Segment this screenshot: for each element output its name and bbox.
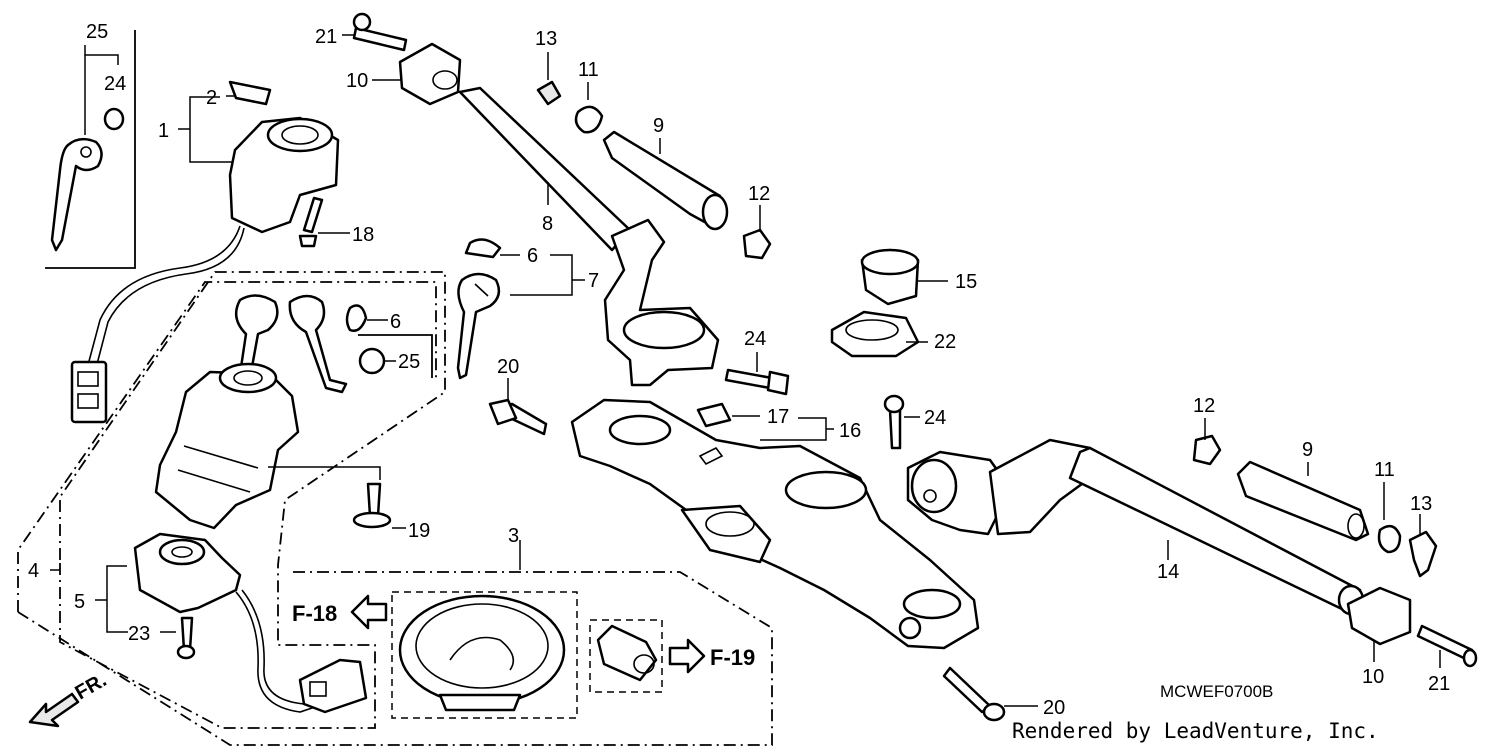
callout-11b: 11 xyxy=(1374,459,1395,481)
callout-9a: 9 xyxy=(653,115,664,137)
callout-21b: 21 xyxy=(1428,673,1450,695)
callout-8: 8 xyxy=(542,213,553,235)
callout-4: 4 xyxy=(28,560,39,582)
ref-f19[interactable]: F-19 xyxy=(668,638,755,674)
callout-19: 19 xyxy=(408,520,430,542)
ignition-switch xyxy=(70,80,350,424)
fuel-cap-group xyxy=(391,540,663,719)
callout-23: 23 xyxy=(128,623,150,645)
callout-18: 18 xyxy=(352,224,374,246)
callout-13b: 13 xyxy=(1410,493,1432,515)
key-set-group xyxy=(45,30,136,269)
front-direction-arrow: FR. xyxy=(28,669,110,728)
key-set-parts xyxy=(345,238,585,380)
credit-text: Rendered by LeadVenture, Inc. xyxy=(1012,719,1379,743)
callout-21a: 21 xyxy=(315,26,337,48)
top-bridge xyxy=(488,378,1038,722)
callout-7: 7 xyxy=(588,270,599,292)
ignition-lock-assy xyxy=(154,294,381,530)
callout-26: 25 xyxy=(86,21,108,43)
callout-10a: 10 xyxy=(346,70,368,92)
ref-f18[interactable]: F-18 xyxy=(292,594,388,630)
callout-20a: 20 xyxy=(497,356,519,378)
ref-f18-label: F-18 xyxy=(292,601,337,626)
callout-6b: 6 xyxy=(390,311,401,333)
callout-6a: 6 xyxy=(527,245,538,267)
callout-1: 1 xyxy=(158,120,169,142)
callout-16: 16 xyxy=(839,420,861,442)
steering-head-parts xyxy=(724,248,948,450)
callout-12a: 12 xyxy=(748,183,770,205)
callout-9b: 9 xyxy=(1302,439,1313,461)
callout-14: 14 xyxy=(1157,561,1179,583)
callout-22: 22 xyxy=(934,331,956,353)
callout-25a: 24 xyxy=(104,73,126,95)
diagram-code: MCWEF0700B xyxy=(1160,682,1273,701)
ref-f19-label: F-19 xyxy=(710,645,755,670)
callout-11a: 11 xyxy=(578,59,599,81)
callouts: 25 24 2 1 18 21 10 13 11 9 8 12 6 7 6 25… xyxy=(28,21,1450,719)
callout-5: 5 xyxy=(74,591,85,613)
callout-15: 15 xyxy=(955,271,977,293)
callout-10b: 10 xyxy=(1362,666,1384,688)
callout-24b: 24 xyxy=(924,407,946,429)
callout-20b: 20 xyxy=(1043,697,1065,719)
callout-2: 2 xyxy=(206,87,217,109)
left-handlebar xyxy=(352,12,772,387)
callout-3: 3 xyxy=(508,525,519,547)
callout-13a: 13 xyxy=(535,28,557,50)
callout-25b: 25 xyxy=(398,351,420,373)
leader-lines xyxy=(342,34,1441,668)
bolt-19 xyxy=(352,482,406,529)
callout-12b: 12 xyxy=(1193,395,1215,417)
callout-24a: 24 xyxy=(744,328,766,350)
sensor-assy xyxy=(95,532,368,714)
right-handlebar xyxy=(906,434,1478,668)
callout-17: 17 xyxy=(767,406,789,428)
